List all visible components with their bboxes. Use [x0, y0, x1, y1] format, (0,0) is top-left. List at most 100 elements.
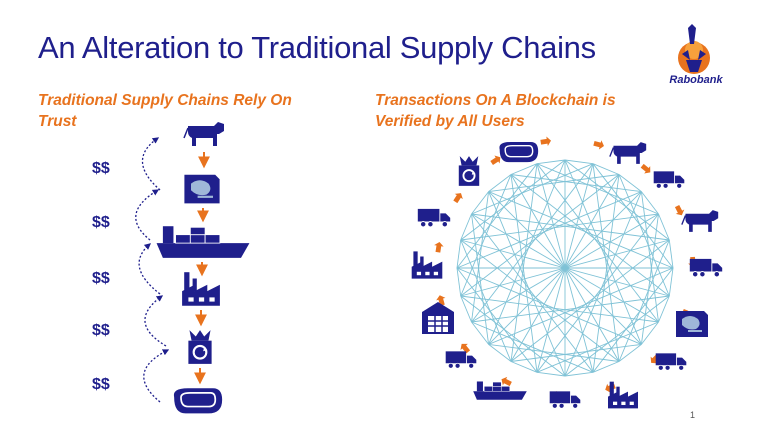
- network-link: [456, 163, 538, 269]
- truck-icon: [689, 258, 723, 278]
- network-link: [592, 361, 620, 373]
- network-link: [592, 267, 674, 373]
- network-link: [510, 343, 642, 362]
- page-number: 1: [690, 410, 696, 420]
- network-link: [460, 295, 659, 323]
- truck-icon: [417, 208, 451, 228]
- network-link: [488, 191, 566, 377]
- cargo-ship-icon: [156, 225, 250, 259]
- network-link: [456, 239, 462, 269]
- network-link: [460, 239, 620, 362]
- network-link: [488, 159, 566, 345]
- dollar-label: $$: [92, 376, 110, 393]
- factory-icon: [608, 381, 638, 409]
- network-link: [456, 267, 642, 345]
- network-link: [510, 163, 538, 362]
- flow-arrow: [436, 295, 446, 306]
- packaging-icon: [187, 328, 213, 366]
- flow-arrow: [674, 204, 685, 216]
- network-link: [564, 191, 642, 377]
- truck-icon: [655, 352, 687, 371]
- network-link: [618, 174, 670, 297]
- page-title: An Alteration to Traditional Supply Chai…: [38, 30, 596, 65]
- network-link: [592, 163, 620, 362]
- rabobank-logo-icon: [678, 24, 710, 74]
- network-link: [488, 191, 674, 269]
- network-link: [510, 163, 538, 175]
- network-link: [640, 191, 659, 323]
- network-link: [564, 159, 594, 165]
- network-link: [488, 344, 512, 362]
- dollar-label: $$: [92, 322, 110, 339]
- blockchain-network: [456, 159, 674, 377]
- flow-arrow: [640, 163, 651, 174]
- factory-icon: [182, 272, 220, 306]
- network-link: [618, 344, 642, 362]
- network-link: [471, 163, 594, 215]
- factory-icon: [411, 251, 443, 279]
- network-link: [564, 295, 670, 377]
- network-link: [460, 213, 659, 241]
- network-link: [592, 163, 620, 175]
- network-link: [460, 159, 566, 241]
- network-link: [460, 295, 566, 377]
- network-link: [510, 361, 538, 373]
- blockchain-subtitle: Transactions On A Blockchain is Verified…: [375, 92, 616, 130]
- network-link: [536, 371, 566, 377]
- flow-arrow: [501, 376, 512, 387]
- steak-icon: [172, 387, 224, 415]
- network-link: [456, 267, 462, 297]
- flow-arrow: [434, 241, 444, 253]
- network-link: [641, 321, 659, 345]
- network-link: [668, 267, 674, 297]
- network-link: [658, 213, 670, 241]
- network-link: [592, 163, 674, 269]
- network-link: [564, 371, 594, 377]
- network-link: [471, 191, 490, 323]
- truck-icon: [653, 170, 685, 189]
- network-link: [460, 174, 512, 297]
- network-link: [641, 191, 659, 215]
- truck-icon: [445, 350, 477, 369]
- network-link: [536, 159, 566, 165]
- dollar-label: $$: [92, 214, 110, 231]
- network-link: [460, 213, 472, 241]
- network-link: [460, 239, 512, 362]
- network-link: [510, 239, 670, 362]
- meat-factory-icon: [183, 173, 221, 205]
- network-link: [471, 163, 594, 323]
- dollar-label: $$: [92, 270, 110, 287]
- warehouse-icon: [421, 301, 455, 335]
- network-link: [488, 174, 512, 192]
- flow-arrow: [540, 136, 552, 146]
- flow-arrow: [490, 155, 501, 165]
- network-link: [471, 321, 594, 373]
- packaging-icon: [457, 155, 481, 187]
- network-link: [471, 213, 670, 241]
- network-link: [471, 213, 594, 373]
- network-link: [592, 174, 620, 373]
- network-link: [510, 174, 642, 193]
- logo-label: Rabobank: [669, 74, 723, 86]
- network-link: [510, 174, 670, 297]
- network-link: [510, 174, 538, 373]
- network-link: [564, 159, 670, 241]
- network-link: [460, 295, 472, 323]
- network-link: [640, 213, 659, 345]
- network-link: [488, 174, 620, 193]
- network-link: [536, 163, 659, 323]
- truck-icon: [549, 390, 581, 409]
- flow-arrow: [460, 343, 471, 354]
- cargo-ship-icon: [472, 381, 528, 401]
- cow-icon: [609, 141, 647, 165]
- meat-factory-icon: [674, 309, 710, 339]
- network-link: [536, 163, 659, 215]
- network-link: [536, 321, 659, 373]
- network-link: [488, 343, 620, 362]
- network-link: [668, 239, 674, 269]
- network-link: [658, 295, 670, 323]
- network-link: [456, 191, 642, 269]
- traditional-subtitle: Traditional Supply Chains Rely On Trust: [38, 92, 292, 130]
- network-link: [471, 321, 489, 345]
